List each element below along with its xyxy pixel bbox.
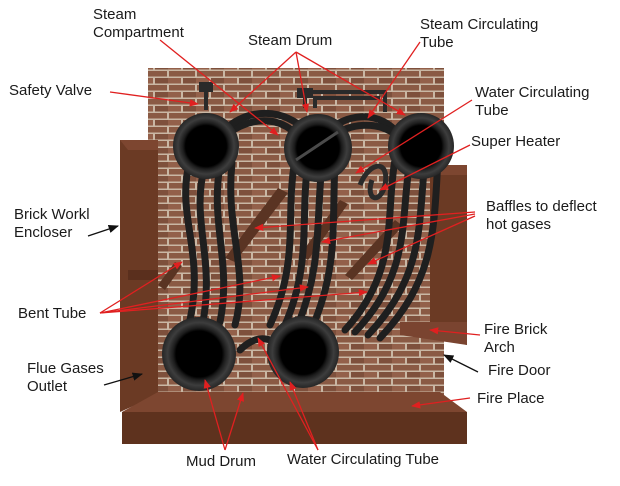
label-fire-place: Fire Place <box>477 390 545 407</box>
mud-drum-right <box>267 316 339 388</box>
label-steam-circulating-tube-line2: Tube <box>420 34 454 51</box>
steam-drum-middle <box>284 114 352 182</box>
label-flue-gases-outlet: Flue Gases Outlet <box>27 360 104 396</box>
red-arrows <box>99 39 481 451</box>
label-fire-brick-arch-line2: Arch <box>484 339 515 356</box>
fire-place-base <box>122 392 467 444</box>
label-bent-tube: Bent Tube <box>18 305 87 322</box>
label-fire-door: Fire Door <box>488 362 551 379</box>
label-steam-compartment-line2: Compartment <box>93 24 184 41</box>
label-water-circulating-tube-top-line1: Water Circulating <box>475 84 590 101</box>
label-safety-valve: Safety Valve <box>9 82 93 99</box>
label-mud-drum: Mud Drum <box>186 453 257 470</box>
label-steam-compartment-line1: Steam <box>93 6 137 23</box>
label-fire-brick-arch-line1: Fire Brick <box>484 321 548 338</box>
label-flue-gases-outlet-line2: Outlet <box>27 378 68 395</box>
label-steam-circulating-tube-line1: Steam Circulating <box>420 16 539 33</box>
left-brick-casing <box>120 140 158 412</box>
black-arrows <box>87 225 479 386</box>
label-baffles-line1: Baffles to deflect <box>486 198 597 215</box>
label-water-circulating-tube-bottom: Water Circulating Tube <box>287 451 440 468</box>
label-steam-compartment: Steam Compartment <box>93 6 184 42</box>
label-baffles: Baffles to deflect hot gases <box>486 198 597 234</box>
steam-drum-left <box>173 113 239 179</box>
label-super-heater: Super Heater <box>471 133 561 150</box>
label-water-circulating-tube-top-line2: Tube <box>475 102 509 119</box>
right-brick-casing <box>400 165 467 345</box>
label-brick-work-encloser-line1: Brick Workl <box>14 206 90 223</box>
label-brick-work-encloser: Brick Workl Encloser <box>14 206 90 242</box>
steam-drum-right <box>388 113 454 179</box>
label-fire-brick-arch: Fire Brick Arch <box>484 321 547 357</box>
label-flue-gases-outlet-line1: Flue Gases <box>27 360 104 377</box>
label-baffles-line2: hot gases <box>486 216 552 233</box>
mud-drum-left <box>162 317 236 391</box>
label-steam-circulating-tube: Steam Circulating Tube <box>420 16 538 52</box>
label-water-circulating-tube-top: Water Circulating Tube <box>475 84 589 120</box>
label-steam-drum: Steam Drum <box>248 32 333 49</box>
label-brick-work-encloser-line2: Encloser <box>14 224 73 241</box>
